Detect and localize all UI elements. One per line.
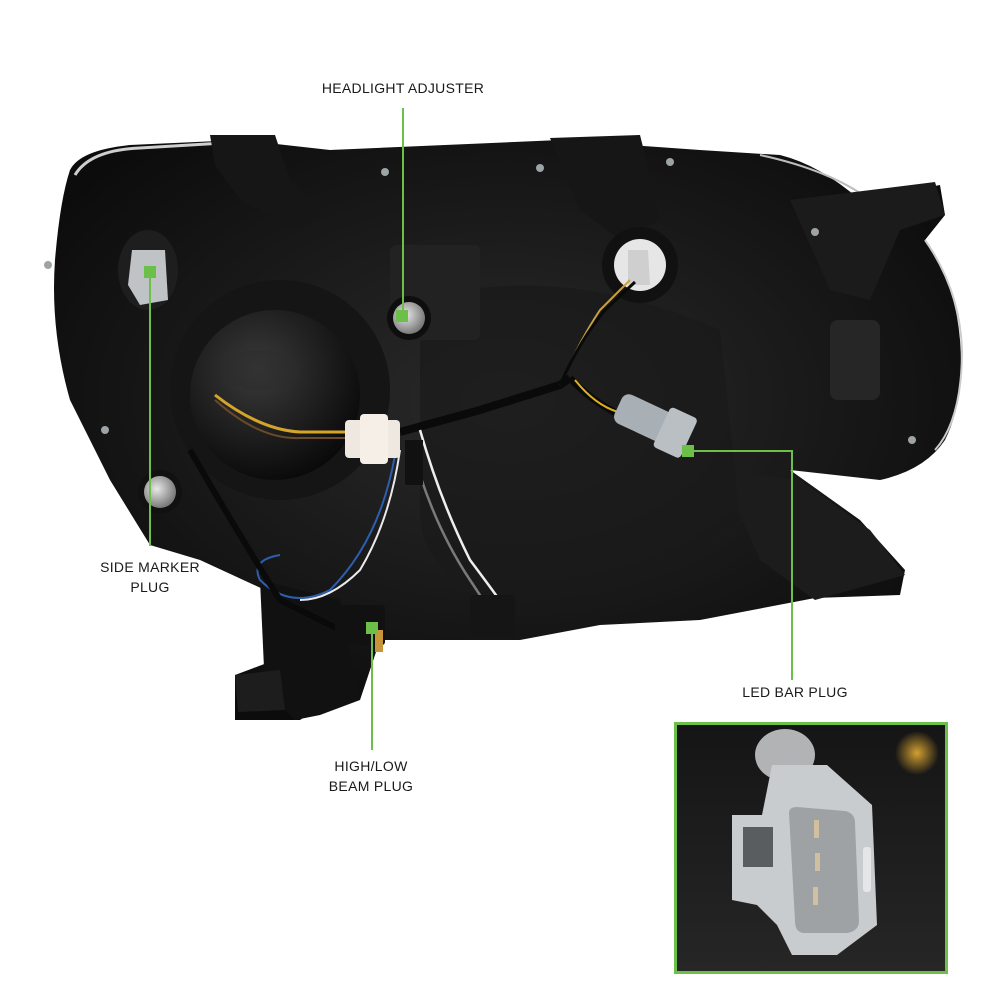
high-low-beam-plug-marker (366, 622, 378, 634)
headlight-adjuster-label: HEADLIGHT ADJUSTER (321, 80, 485, 96)
high-low-beam-plug-leader (371, 632, 373, 750)
connector-closeup-image (677, 725, 945, 971)
side-marker-plug-label: SIDE MARKER PLUG (100, 559, 200, 595)
side-marker-plug-marker (144, 266, 156, 278)
led-bar-plug-leader-vertical (791, 450, 793, 680)
led-bar-plug-label: LED BAR PLUG (742, 684, 848, 700)
side-marker-plug-leader (149, 276, 151, 546)
high-low-beam-plug-label: HIGH/LOW BEAM PLUG (328, 758, 414, 794)
headlight-adjuster-marker (396, 310, 408, 322)
headlight-adjuster-leader (402, 108, 404, 312)
led-bar-plug-marker (682, 445, 694, 457)
led-bar-plug-closeup-inset (674, 722, 948, 974)
led-bar-plug-leader-horizontal (692, 450, 793, 452)
